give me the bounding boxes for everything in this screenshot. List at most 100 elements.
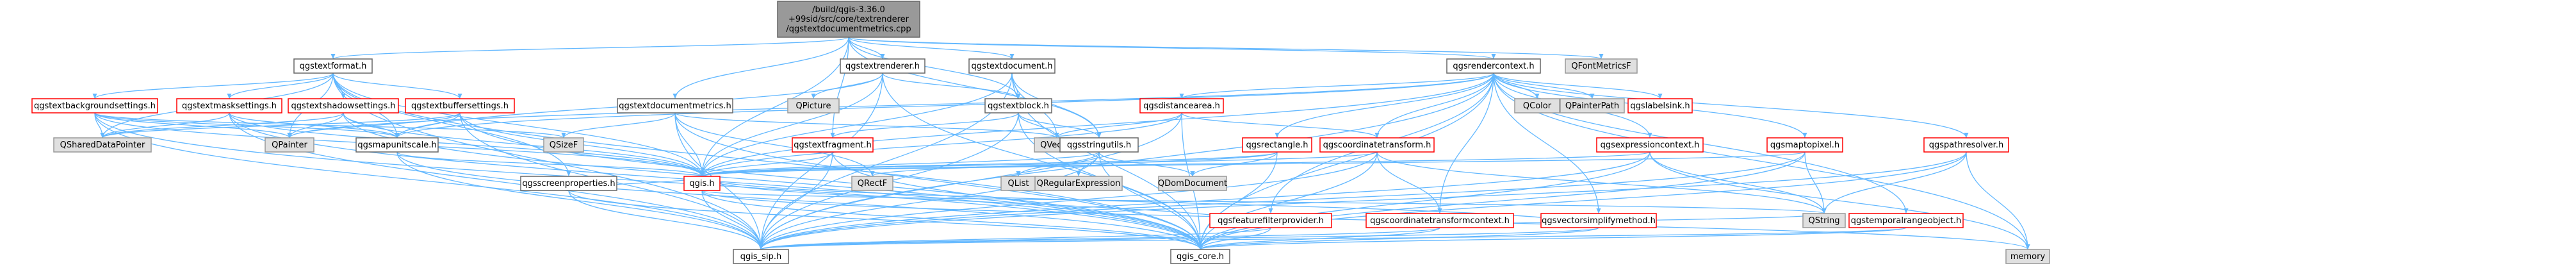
edge-root-to-qgsstringutils: [848, 37, 1102, 138]
node-QList[interactable]: QList: [1000, 176, 1036, 191]
node-qgstextmasksettings[interactable]: qgstextmasksettings.h: [176, 98, 282, 113]
node-box: [1565, 58, 1638, 74]
node-QString[interactable]: QString: [1802, 213, 1846, 228]
node-qgstextformat[interactable]: qgstextformat.h: [293, 58, 373, 74]
node-qgstextbuffersettings[interactable]: qgstextbuffersettings.h: [405, 98, 515, 113]
edge-qgstextshadowsettings-to-QSharedDataPointer: [100, 112, 344, 138]
node-qgstextrenderer[interactable]: qgstextrenderer.h: [840, 58, 925, 74]
node-qgstextdocument[interactable]: qgstextdocument.h: [968, 58, 1056, 74]
node-box: [543, 137, 584, 153]
node-qgsexpressioncontext[interactable]: qgsexpressioncontext.h: [1596, 137, 1704, 153]
node-QPicture[interactable]: QPicture: [787, 98, 840, 113]
edge-qgsexpressioncontext-to-memory: [1649, 151, 2030, 250]
edge-qgstemporalrangeobject-to-qgis_sip: [759, 227, 1907, 250]
nodes-layer: /build/qgis-3.36.0+99sid/src/core/textre…: [31, 1, 2050, 264]
node-label: QColor: [1523, 101, 1552, 111]
edge-qgsexpressioncontext-to-qgis_sip: [758, 151, 1651, 250]
node-QPainter[interactable]: QPainter: [265, 137, 314, 153]
edge-qgstextmasksettings-to-qgsmapunitscale: [229, 112, 400, 138]
node-box: [1560, 98, 1625, 113]
node-QColor[interactable]: QColor: [1514, 98, 1560, 113]
node-label: qgstextbackgroundsettings.h: [34, 101, 156, 111]
node-qgsscreenproperties[interactable]: qgsscreenproperties.h: [520, 176, 617, 191]
edge-qgis-to-qgis_sip: [701, 190, 763, 250]
edge-qgsdistancearea-to-qgis_sip: [758, 112, 1182, 250]
edge-qgspathresolver-to-qgis_core: [1198, 151, 1967, 250]
node-label: QSizeF: [550, 140, 578, 150]
node-label: qgstextrenderer.h: [845, 62, 920, 71]
node-qgsmapunitscale[interactable]: qgsmapunitscale.h: [355, 137, 439, 153]
node-QSizeF[interactable]: QSizeF: [543, 137, 584, 153]
edge-root-to-qgsrendercontext: [848, 37, 1496, 60]
node-qgsdistancearea[interactable]: qgsdistancearea.h: [1139, 98, 1224, 113]
node-qgis_sip[interactable]: qgis_sip.h: [733, 249, 789, 264]
node-label: qgsmapunitscale.h: [357, 140, 436, 150]
edge-qgsmaptopixel-to-qgis: [700, 151, 1806, 177]
node-QRectF[interactable]: QRectF: [851, 176, 893, 191]
node-qgsfeaturefilterprovider[interactable]: qgsfeaturefilterprovider.h: [1209, 213, 1332, 228]
edge-qgstextrenderer-to-qgstextblock: [882, 72, 1021, 99]
node-box: [1059, 137, 1139, 153]
node-qgstextfragment[interactable]: qgstextfragment.h: [792, 137, 874, 153]
edge-qgsexpressioncontext-to-qgis_core: [1198, 151, 1651, 250]
edge-qgsdistancearea-to-qgscoordinatetransform: [1181, 112, 1380, 138]
node-label: qgis_core.h: [1177, 252, 1224, 262]
node-label: qgspathresolver.h: [1929, 140, 2003, 150]
edge-qgscoordinatetransformcontext-to-qgis_sip: [758, 227, 1440, 250]
edge-qgsmapunitscale-to-qgis_sip: [396, 151, 763, 250]
node-memory[interactable]: memory: [2005, 249, 2050, 264]
node-qgis[interactable]: qgis.h: [683, 176, 721, 191]
node-qgsrendercontext[interactable]: qgsrendercontext.h: [1446, 58, 1541, 74]
node-qgsstringutils[interactable]: qgsstringutils.h: [1059, 137, 1139, 153]
node-qgspathresolver[interactable]: qgspathresolver.h: [1923, 137, 2009, 153]
node-qgscoordinatetransformcontext[interactable]: qgscoordinatetransformcontext.h: [1365, 213, 1514, 228]
edge-qgspathresolver-to-qgis_sip: [758, 151, 1967, 250]
node-box: [1139, 98, 1224, 113]
node-label: QPainterPath: [1565, 101, 1619, 111]
edge-qgsscreenproperties-to-qgis_sip: [568, 190, 763, 250]
node-box: [53, 137, 152, 153]
node-QRegularExpression[interactable]: QRegularExpression: [1034, 176, 1123, 191]
edge-qgsmapunitscale-to-qgis: [396, 151, 705, 177]
node-label: qgsscreenproperties.h: [522, 179, 615, 189]
node-qgsmaptopixel[interactable]: qgsmaptopixel.h: [1766, 137, 1843, 153]
node-QDomDocument[interactable]: QDomDocument: [1158, 176, 1227, 191]
node-qgscoordinatetransform[interactable]: qgscoordinatetransform.h: [1319, 137, 1435, 153]
edge-qgsvectorsimplifymethod-to-qgis_sip: [758, 227, 1599, 250]
node-qgstextbackgroundsettings[interactable]: qgstextbackgroundsettings.h: [31, 98, 158, 113]
node-box: [1627, 98, 1693, 113]
edge-qgstemporalrangeobject-to-qgis_core: [1198, 227, 1907, 250]
edge-qgsscreenproperties-to-qgis_core: [568, 190, 1203, 250]
node-box: [1766, 137, 1843, 153]
node-QSharedDataPointer[interactable]: QSharedDataPointer: [53, 137, 152, 153]
edge-qgsrendercontext-to-qgis: [699, 72, 1494, 177]
node-box: [1596, 137, 1704, 153]
node-label: /build/qgis-3.36.0: [812, 5, 885, 15]
node-box: [355, 137, 439, 153]
edge-qgstextdocumentmetrics-to-QSizeF: [561, 112, 676, 138]
node-box: [1514, 98, 1560, 113]
node-qgslabelsink[interactable]: qgslabelsink.h: [1627, 98, 1693, 113]
node-label: qgsrendercontext.h: [1453, 62, 1534, 71]
edge-qgstextblock-to-QVector: [1018, 112, 1059, 138]
edge-root-to-qgstextdocument: [848, 37, 1015, 60]
node-label: qgsmaptopixel.h: [1770, 140, 1839, 150]
node-QPainterPath[interactable]: QPainterPath: [1560, 98, 1625, 113]
edge-root-to-QFontMetricsF: [848, 37, 1604, 60]
node-label: memory: [2010, 252, 2046, 262]
edge-qgstextmasksettings-to-QSharedDataPointer: [100, 112, 230, 138]
node-qgstemporalrangeobject[interactable]: qgstemporalrangeobject.h: [1848, 213, 1964, 228]
edges-layer: [92, 37, 2030, 250]
edge-qgstextbackgroundsettings-to-QPainter: [94, 112, 292, 138]
node-qgsvectorsimplifymethod[interactable]: qgsvectorsimplifymethod.h: [1540, 213, 1657, 228]
node-qgstextblock[interactable]: qgstextblock.h: [984, 98, 1052, 113]
node-QFontMetricsF[interactable]: QFontMetricsF: [1565, 58, 1638, 74]
node-qgstextshadowsettings[interactable]: qgstextshadowsettings.h: [288, 98, 399, 113]
node-root: /build/qgis-3.36.0+99sid/src/core/textre…: [777, 1, 920, 38]
node-qgis_core[interactable]: qgis_core.h: [1170, 249, 1230, 264]
node-label: QPicture: [796, 101, 831, 111]
node-label: qgis.h: [689, 179, 714, 189]
node-label: qgsvectorsimplifymethod.h: [1542, 216, 1656, 226]
node-qgstextdocumentmetrics[interactable]: qgstextdocumentmetrics.h: [617, 98, 733, 113]
node-qgsrectangle[interactable]: qgsrectangle.h: [1242, 137, 1312, 153]
